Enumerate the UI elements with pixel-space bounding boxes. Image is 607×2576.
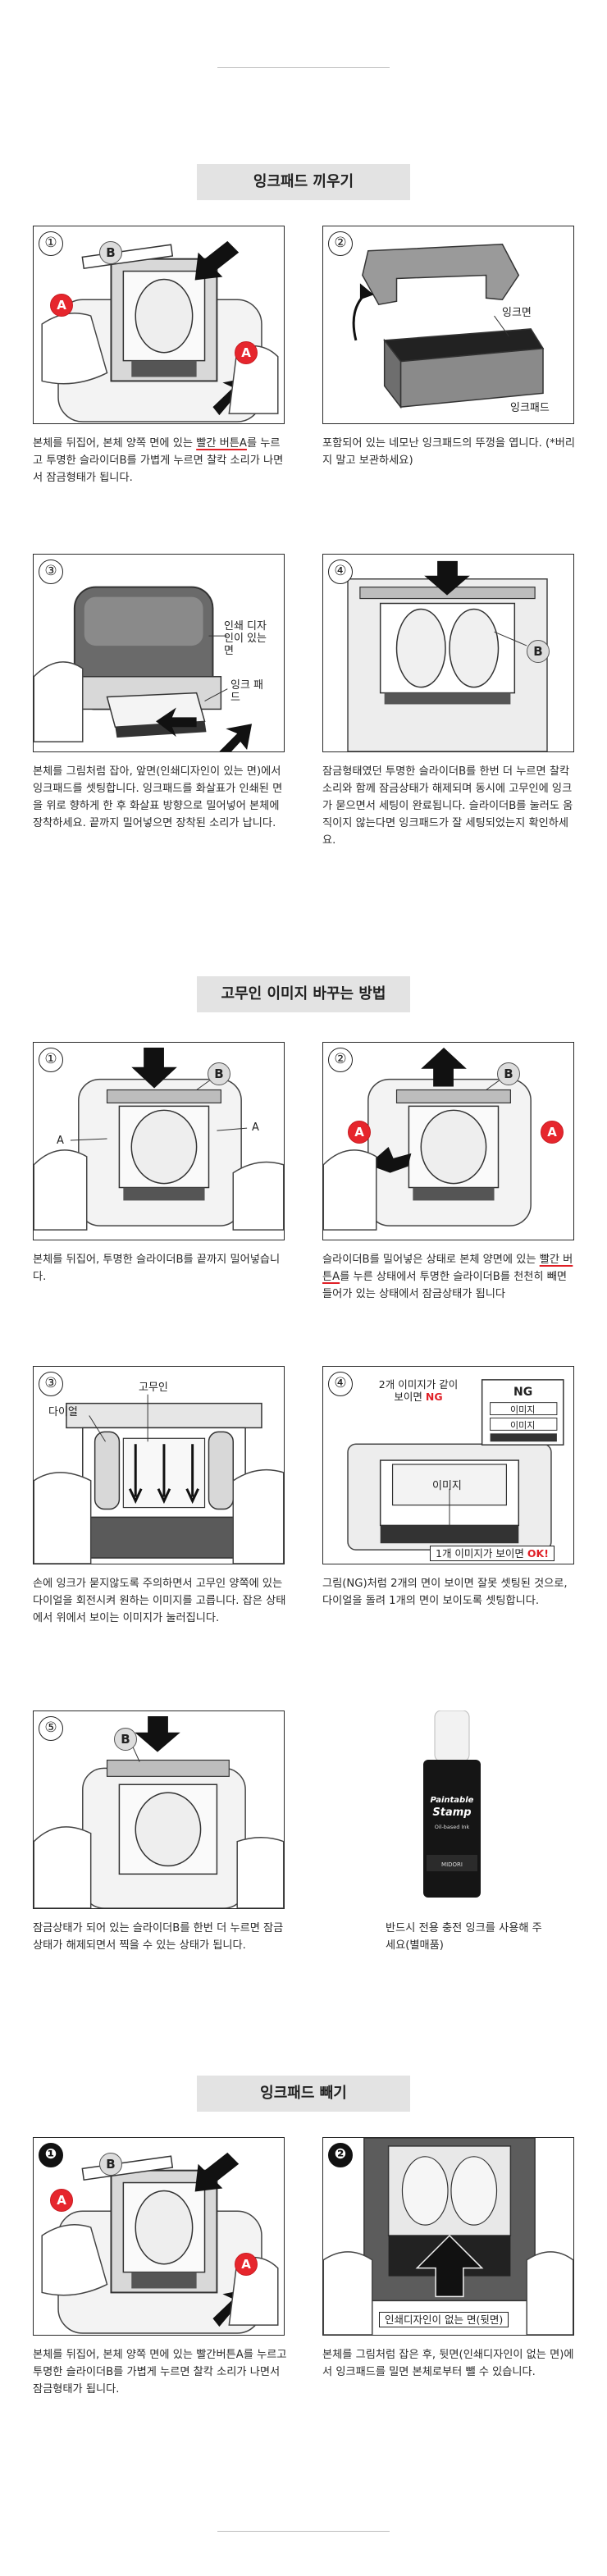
- step-number: ④: [328, 1372, 353, 1396]
- ink-pad-label: 잉크 패드: [230, 679, 264, 704]
- ink-side-label: 잉크면: [502, 307, 532, 319]
- slider-b-label: B: [497, 1062, 520, 1085]
- change-step-5-illustration: ⑤ B: [33, 1710, 285, 1909]
- bottle-line-3: Oil-based Ink: [435, 1824, 470, 1830]
- slider-b-label: B: [114, 1728, 137, 1751]
- insert-step-4-description: 잠금형태였던 투명한 슬라이더B를 한번 더 누르면 찰칵 소리와 함께 잠금상…: [322, 765, 573, 847]
- section-title-insert: 잉크패드 끼우기: [197, 164, 410, 200]
- a-label-left: A: [57, 1135, 64, 1147]
- ng-image-2: 이미지: [510, 1420, 536, 1431]
- print-design-side-label: 인쇄 디자인이 있는 면: [224, 620, 267, 657]
- insert-step-4-illustration: ④ B: [322, 554, 574, 752]
- step-number: ②: [328, 231, 353, 256]
- change-step-2-illustration: ② B A A: [322, 1042, 574, 1240]
- insert-step-3-illustration: ③ 인쇄 디자인이 있는 면 잉크 패드: [33, 554, 285, 752]
- remove-step-2-description: 본체를 그림처럼 잡은 후, 뒷면(인쇄디자인이 없는 면)에서 잉크패드를 밀…: [322, 2349, 574, 2378]
- top-divider: [217, 67, 390, 68]
- slider-b-label: B: [527, 640, 550, 663]
- red-button-a-label: A: [50, 2189, 73, 2212]
- bottle-brand: MIDORI: [441, 1861, 463, 1868]
- red-button-a-right: A: [541, 1121, 564, 1144]
- insert-step-2-illustration: ② 잉크면 잉크패드: [322, 226, 574, 424]
- back-face-caption: 인쇄디자인이 없는 면(뒷면): [379, 2312, 509, 2327]
- ink-refill-description: 반드시 전용 충전 잉크를 사용해 주세요(별매품): [386, 1922, 542, 1952]
- insert-step-1-description: 본체를 뒤집어, 본체 양쪽 면에 있는 빨간 버튼A를 누르고 투명한 슬라이…: [33, 437, 284, 484]
- red-button-a-label: A: [50, 294, 73, 317]
- insert-step-2-description: 포함되어 있는 네모난 잉크패드의 뚜껑을 엽니다. (*버리지 말고 보관하세…: [322, 437, 575, 467]
- step-number: ①: [39, 1048, 63, 1072]
- step-number: ❷: [328, 2143, 353, 2167]
- red-button-a-label-right: A: [235, 2253, 258, 2276]
- a-label-right: A: [252, 1121, 259, 1134]
- remove-step-1-illustration: ❶ B A A: [33, 2137, 285, 2336]
- bottle-line-1: Paintable: [431, 1796, 474, 1805]
- change-step-1-illustration: ① B A A: [33, 1042, 285, 1240]
- slider-b-label: B: [208, 1062, 230, 1085]
- step-number: ②: [328, 1048, 353, 1072]
- change-step-4-description: 그림(NG)처럼 2개의 면이 보이면 잘못 셋팅된 것으로, 다이얼을 돌려 …: [322, 1578, 568, 1607]
- change-step-1-description: 본체를 뒤집어, 투명한 슬라이더B를 끝까지 밀어넣습니다.: [33, 1254, 281, 1283]
- red-button-a-left: A: [348, 1121, 371, 1144]
- step-number: ③: [39, 1372, 63, 1396]
- change-step-2-description: 슬라이더B를 밀어넣은 상태로 본체 양면에 있는 빨간 버튼A를 누른 상태에…: [322, 1254, 573, 1300]
- change-step-5-description: 잠금상태가 되어 있는 슬라이더B를 한번 더 누르면 잠금상태가 해제되면서 …: [33, 1922, 284, 1952]
- step-number: ④: [328, 560, 353, 584]
- ng-box-label: NG: [513, 1386, 533, 1399]
- ok-caption: 1개 이미지가 보이면 OK!: [430, 1546, 555, 1561]
- step-number: ❶: [39, 2143, 63, 2167]
- red-button-highlight: 빨간 버튼A: [322, 1254, 573, 1283]
- insert-step-3-description: 본체를 그림처럼 잡아, 앞면(인쇄디자인이 있는 면)에서 잉크패드를 셋팅합…: [33, 765, 283, 829]
- step-number: ①: [39, 231, 63, 256]
- remove-step-2-illustration: ❷ 인쇄디자인이 없는 면(뒷면): [322, 2137, 574, 2336]
- slider-b-label: B: [99, 2153, 122, 2176]
- ink-pad-label: 잉크패드: [510, 402, 550, 414]
- remove-step-1-description: 본체를 뒤집어, 본체 양쪽 면에 있는 빨간버튼A를 누르고 투명한 슬라이더…: [33, 2349, 287, 2396]
- step-number: ③: [39, 560, 63, 584]
- image-label: 이미지: [432, 1480, 462, 1492]
- rubber-stamp-label: 고무인: [139, 1382, 168, 1394]
- slider-b-label: B: [99, 241, 122, 264]
- section-title-change: 고무인 이미지 바꾸는 방법: [197, 976, 410, 1012]
- ng-image-1: 이미지: [510, 1404, 536, 1415]
- dial-label: 다이얼: [48, 1406, 78, 1418]
- insert-step-1-illustration: ① B A A: [33, 226, 285, 424]
- change-step-3-description: 손에 잉크가 묻지않도록 주의하면서 고무인 양쪽에 있는 다이얼을 회전시켜 …: [33, 1578, 286, 1624]
- red-button-highlight: 빨간 버튼A: [196, 437, 247, 450]
- bottom-divider: [217, 2531, 390, 2532]
- refill-ink-bottle: Paintable Stamp Oil-based Ink MIDORI: [417, 1710, 487, 1899]
- step-number: ⑤: [39, 1716, 63, 1741]
- red-button-a-label-right: A: [235, 341, 258, 364]
- bottle-line-2: Stamp: [432, 1806, 471, 1819]
- section-title-remove: 잉크패드 빼기: [197, 2076, 410, 2112]
- change-step-3-illustration: ③ 고무인 다이얼: [33, 1366, 285, 1564]
